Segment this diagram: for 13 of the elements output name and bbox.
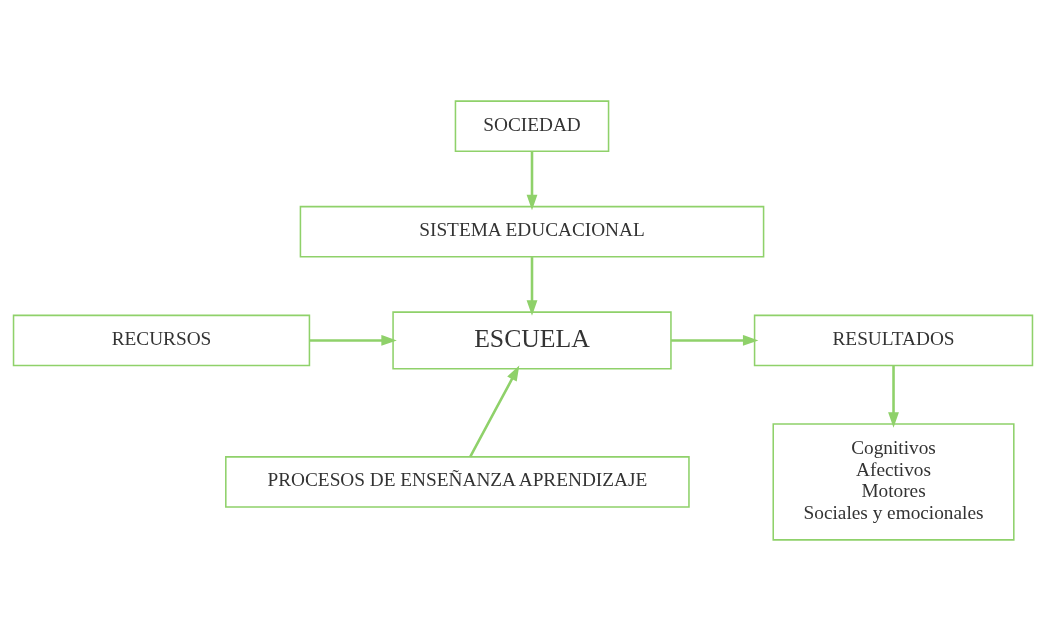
arrow bbox=[671, 334, 759, 346]
node-box: Cognitivos Afectivos Motores Sociales y emocionales bbox=[772, 422, 1015, 541]
node-box: RECURSOS bbox=[12, 314, 311, 366]
arrow bbox=[526, 150, 538, 210]
node-box: PROCESOS DE ENSEÑANZA APRENDIZAJE bbox=[225, 455, 690, 508]
node-box: SISTEMA EDUCACIONAL bbox=[299, 205, 765, 258]
arrow bbox=[469, 364, 520, 457]
node-box: ESCUELA bbox=[392, 310, 672, 369]
arrow bbox=[309, 334, 397, 346]
arrow bbox=[526, 256, 538, 316]
node-box: SOCIEDAD bbox=[454, 99, 610, 152]
node-box: RESULTADOS bbox=[753, 314, 1034, 366]
arrow bbox=[888, 365, 899, 428]
